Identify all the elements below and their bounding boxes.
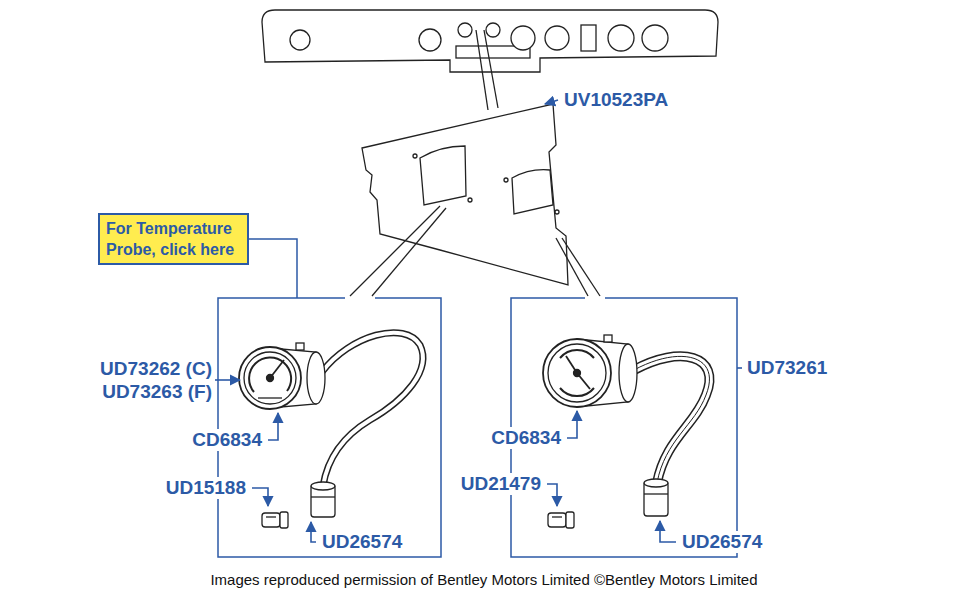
dashboard-outline: [511, 26, 535, 50]
gauge-left: [267, 375, 274, 382]
note-text: For Temperature Probe, click here: [106, 218, 241, 260]
mounting-panel: [420, 146, 466, 205]
link-note-box: For Temperature Probe, click here: [98, 213, 249, 265]
part-number: CD6834: [489, 427, 563, 449]
dashboard-outline: [458, 23, 472, 37]
gauge-left: [307, 352, 325, 404]
gauge-left: [258, 397, 282, 398]
gauge-left: [311, 482, 335, 490]
part-number: UD15188: [164, 477, 248, 499]
leader-arrows: [547, 484, 557, 506]
leader-arrows: [737, 367, 742, 369]
dashboard-outline: [486, 23, 500, 37]
detail-frames: [218, 298, 441, 557]
gauge-right: [548, 513, 566, 527]
gauge-left: [239, 333, 423, 528]
copyright-caption: Images reproduced permission of Bentley …: [210, 571, 757, 589]
mounting-panel: [512, 170, 553, 214]
gauge-right: [634, 356, 709, 483]
part-number: UV10523PA: [562, 89, 670, 111]
part-number: UD21479: [459, 473, 543, 495]
dashboard-outline: [581, 25, 596, 51]
leader-arrows: [268, 413, 278, 440]
gauge-right: [548, 344, 606, 402]
mounting-panel: [504, 178, 508, 182]
gauge-right: [619, 344, 637, 402]
gauge-left: [239, 347, 301, 409]
mounting-panel: [362, 104, 568, 285]
leader-arrows: [215, 100, 742, 542]
dashboard-outline: [290, 30, 310, 50]
gauge-right: [566, 512, 574, 528]
leader-arrows: [545, 100, 558, 104]
gauge-left: [266, 516, 276, 517]
gauge-right: [552, 516, 562, 517]
callout-leader: [249, 239, 297, 298]
part-number: UD73262 (C): [98, 358, 214, 380]
gauge-right: [543, 339, 611, 407]
detail-frames: [556, 238, 588, 296]
gauge-left: [296, 343, 304, 350]
gauge-right: [543, 335, 709, 528]
leader-arrows: [252, 488, 268, 506]
leader-arrows: [567, 411, 577, 438]
gauge-left: [322, 333, 423, 486]
gauge-left: [262, 513, 280, 527]
gauge-right: [644, 479, 668, 487]
gauge-left: [311, 496, 335, 497]
gauge-left: [280, 512, 288, 528]
dashboard-outline: [608, 25, 634, 51]
dashboard-outline: [642, 25, 668, 51]
mounting-panel: [362, 104, 568, 285]
part-number: UD26574: [320, 531, 404, 553]
part-number: UD73263 (F): [100, 381, 214, 403]
dashboard-outline: [419, 29, 441, 51]
gauge-right: [560, 388, 594, 396]
detail-frames: [562, 238, 600, 296]
gauge-right: [574, 370, 581, 377]
detail-frames: [218, 206, 737, 557]
detail-frames: [372, 208, 446, 296]
dashboard-outline: [262, 10, 718, 110]
mounting-panel: [468, 198, 472, 202]
gauge-right: [634, 356, 709, 483]
dashboard-outline: [545, 26, 569, 50]
gauge-right: [634, 356, 709, 483]
gauge-left: [249, 358, 291, 392]
leader-arrows: [215, 379, 240, 381]
part-number: UD73261: [745, 357, 829, 379]
part-number: UD26574: [680, 531, 764, 553]
gauge-right: [604, 335, 612, 342]
callout-leader: [249, 239, 297, 298]
leader-arrows: [660, 521, 676, 542]
part-number: CD6834: [190, 429, 264, 451]
gauge-left: [322, 333, 423, 486]
mounting-panel: [413, 154, 417, 158]
leader-arrows: [311, 522, 316, 542]
gauge-right: [644, 493, 668, 494]
gauge-right: [560, 350, 594, 358]
dashboard-outline: [484, 30, 498, 108]
detail-frames: [350, 206, 440, 296]
gauge-left: [244, 352, 296, 404]
mounting-panel: [555, 210, 559, 214]
